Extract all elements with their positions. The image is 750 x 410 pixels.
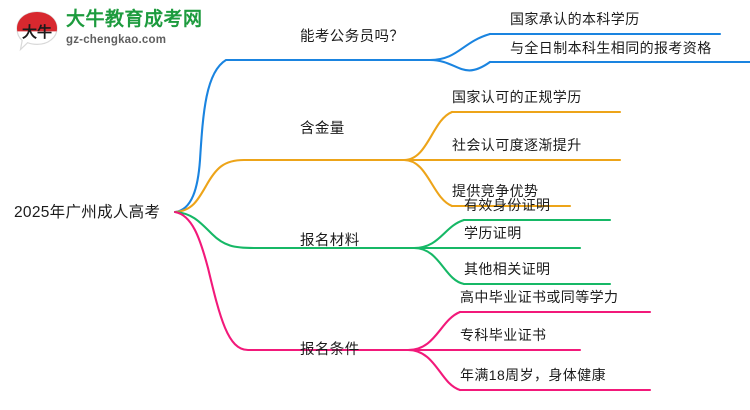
mindmap-leaf-node-2-3[interactable]: 提供竞争优势	[452, 183, 539, 199]
mindmap-leaf-node-1-1[interactable]: 国家承认的本科学历	[510, 11, 640, 27]
connector-branch-1-leaf-2	[428, 58, 492, 72]
mindmap-leaf-node-2-1[interactable]: 国家认可的正规学历	[452, 89, 582, 105]
mindmap-leaf-node-3-2[interactable]: 学历证明	[464, 225, 522, 241]
connector-branch-1-leaf-1	[428, 32, 492, 62]
mindmap-leaf-node-2-2[interactable]: 社会认可度逐渐提升	[452, 137, 582, 153]
mindmap-leaf-node-3-1[interactable]: 有效身份证明	[464, 197, 551, 213]
mindmap-branch-node-3[interactable]: 报名材料	[300, 233, 360, 249]
logo-wordmark: 大牛教育成考网 gz-chengkao.com	[66, 9, 216, 48]
mindmap-leaf-node-4-2[interactable]: 专科毕业证书	[460, 327, 547, 343]
logo-name-en: gz-chengkao.com	[66, 34, 167, 46]
connector-branch-2-leaf-1	[402, 110, 454, 162]
mindmap-branch-node-4[interactable]: 报名条件	[300, 342, 360, 358]
connector-branch-4-leaf-1	[406, 310, 462, 352]
connector-branch-4	[173, 210, 410, 352]
site-logo: 大牛 大牛教育成考网 gz-chengkao.com	[14, 8, 214, 56]
connector-branch-2	[173, 158, 406, 214]
connector-branch-4-leaf-3	[406, 348, 462, 392]
mindmap-leaf-node-4-1[interactable]: 高中毕业证书或同等学力	[460, 289, 619, 305]
mindmap-branch-node-2[interactable]: 含金量	[300, 121, 345, 137]
svg-text:大牛: 大牛	[22, 23, 52, 41]
mindmap-leaf-node-1-2[interactable]: 与全日制本科生相同的报考资格	[510, 40, 712, 56]
logo-name-cn: 大牛教育成考网	[66, 9, 203, 30]
mindmap-leaf-node-3-3[interactable]: 其他相关证明	[464, 261, 551, 277]
logo-mark-icon: 大牛	[16, 11, 58, 52]
mindmap-branch-node-1[interactable]: 能考公务员吗？	[300, 29, 405, 45]
connector-branch-2-leaf-3	[402, 158, 454, 208]
connector-branch-3-leaf-3	[412, 246, 466, 286]
connector-branch-3	[173, 210, 416, 250]
connector-branch-3-leaf-1	[412, 218, 466, 250]
mindmap-root-node[interactable]: 2025年广州成人高考	[14, 204, 161, 221]
mindmap-leaf-node-4-3[interactable]: 年满18周岁，身体健康	[460, 367, 606, 383]
